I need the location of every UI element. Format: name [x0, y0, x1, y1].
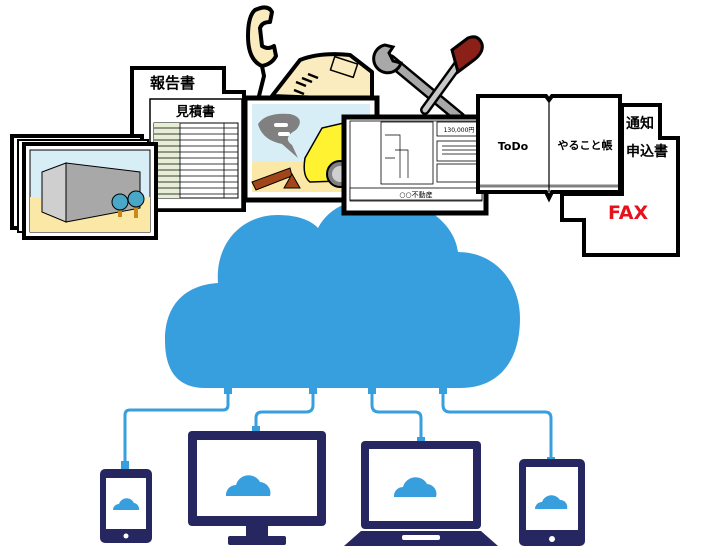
todo-notebook: ToDo やること帳 — [476, 94, 622, 203]
notice-title: 通知 — [626, 115, 654, 132]
application-fax-document: 通知 申込書 FAX — [560, 103, 680, 257]
cloud-icon — [165, 198, 520, 388]
cloud-icon — [393, 477, 437, 497]
property-listing-document: 130,000円 ○○不動産 — [341, 114, 489, 216]
cloud-icon — [113, 498, 140, 510]
estimate-table — [153, 122, 239, 199]
connector-plugs — [121, 386, 555, 469]
photo-stack-icon — [10, 134, 158, 240]
connector-monitor — [254, 388, 315, 430]
notebook-right-page: やること帳 — [558, 138, 613, 152]
monitor-icon — [188, 431, 326, 545]
estimate-title: 見積書 — [175, 104, 215, 120]
tablet-icon — [519, 459, 585, 546]
smartphone-icon — [100, 469, 152, 543]
application-title: 申込書 — [626, 143, 668, 160]
cloud-icon — [535, 495, 568, 509]
property-agency: ○○不動産 — [399, 190, 432, 199]
report-title: 報告書 — [150, 74, 195, 92]
fax-stamp: FAX — [608, 202, 649, 224]
property-price: 130,000円 — [444, 127, 475, 134]
connector-lines — [123, 388, 553, 465]
phone-icon — [246, 5, 374, 102]
connector-laptop — [370, 388, 423, 440]
laptop-icon — [344, 441, 498, 546]
connector-tablet — [441, 388, 553, 460]
cloud-icon — [225, 475, 271, 496]
connector-smartphone — [123, 388, 230, 465]
tools-icon — [372, 35, 484, 124]
notebook-left-page: ToDo — [498, 140, 529, 153]
